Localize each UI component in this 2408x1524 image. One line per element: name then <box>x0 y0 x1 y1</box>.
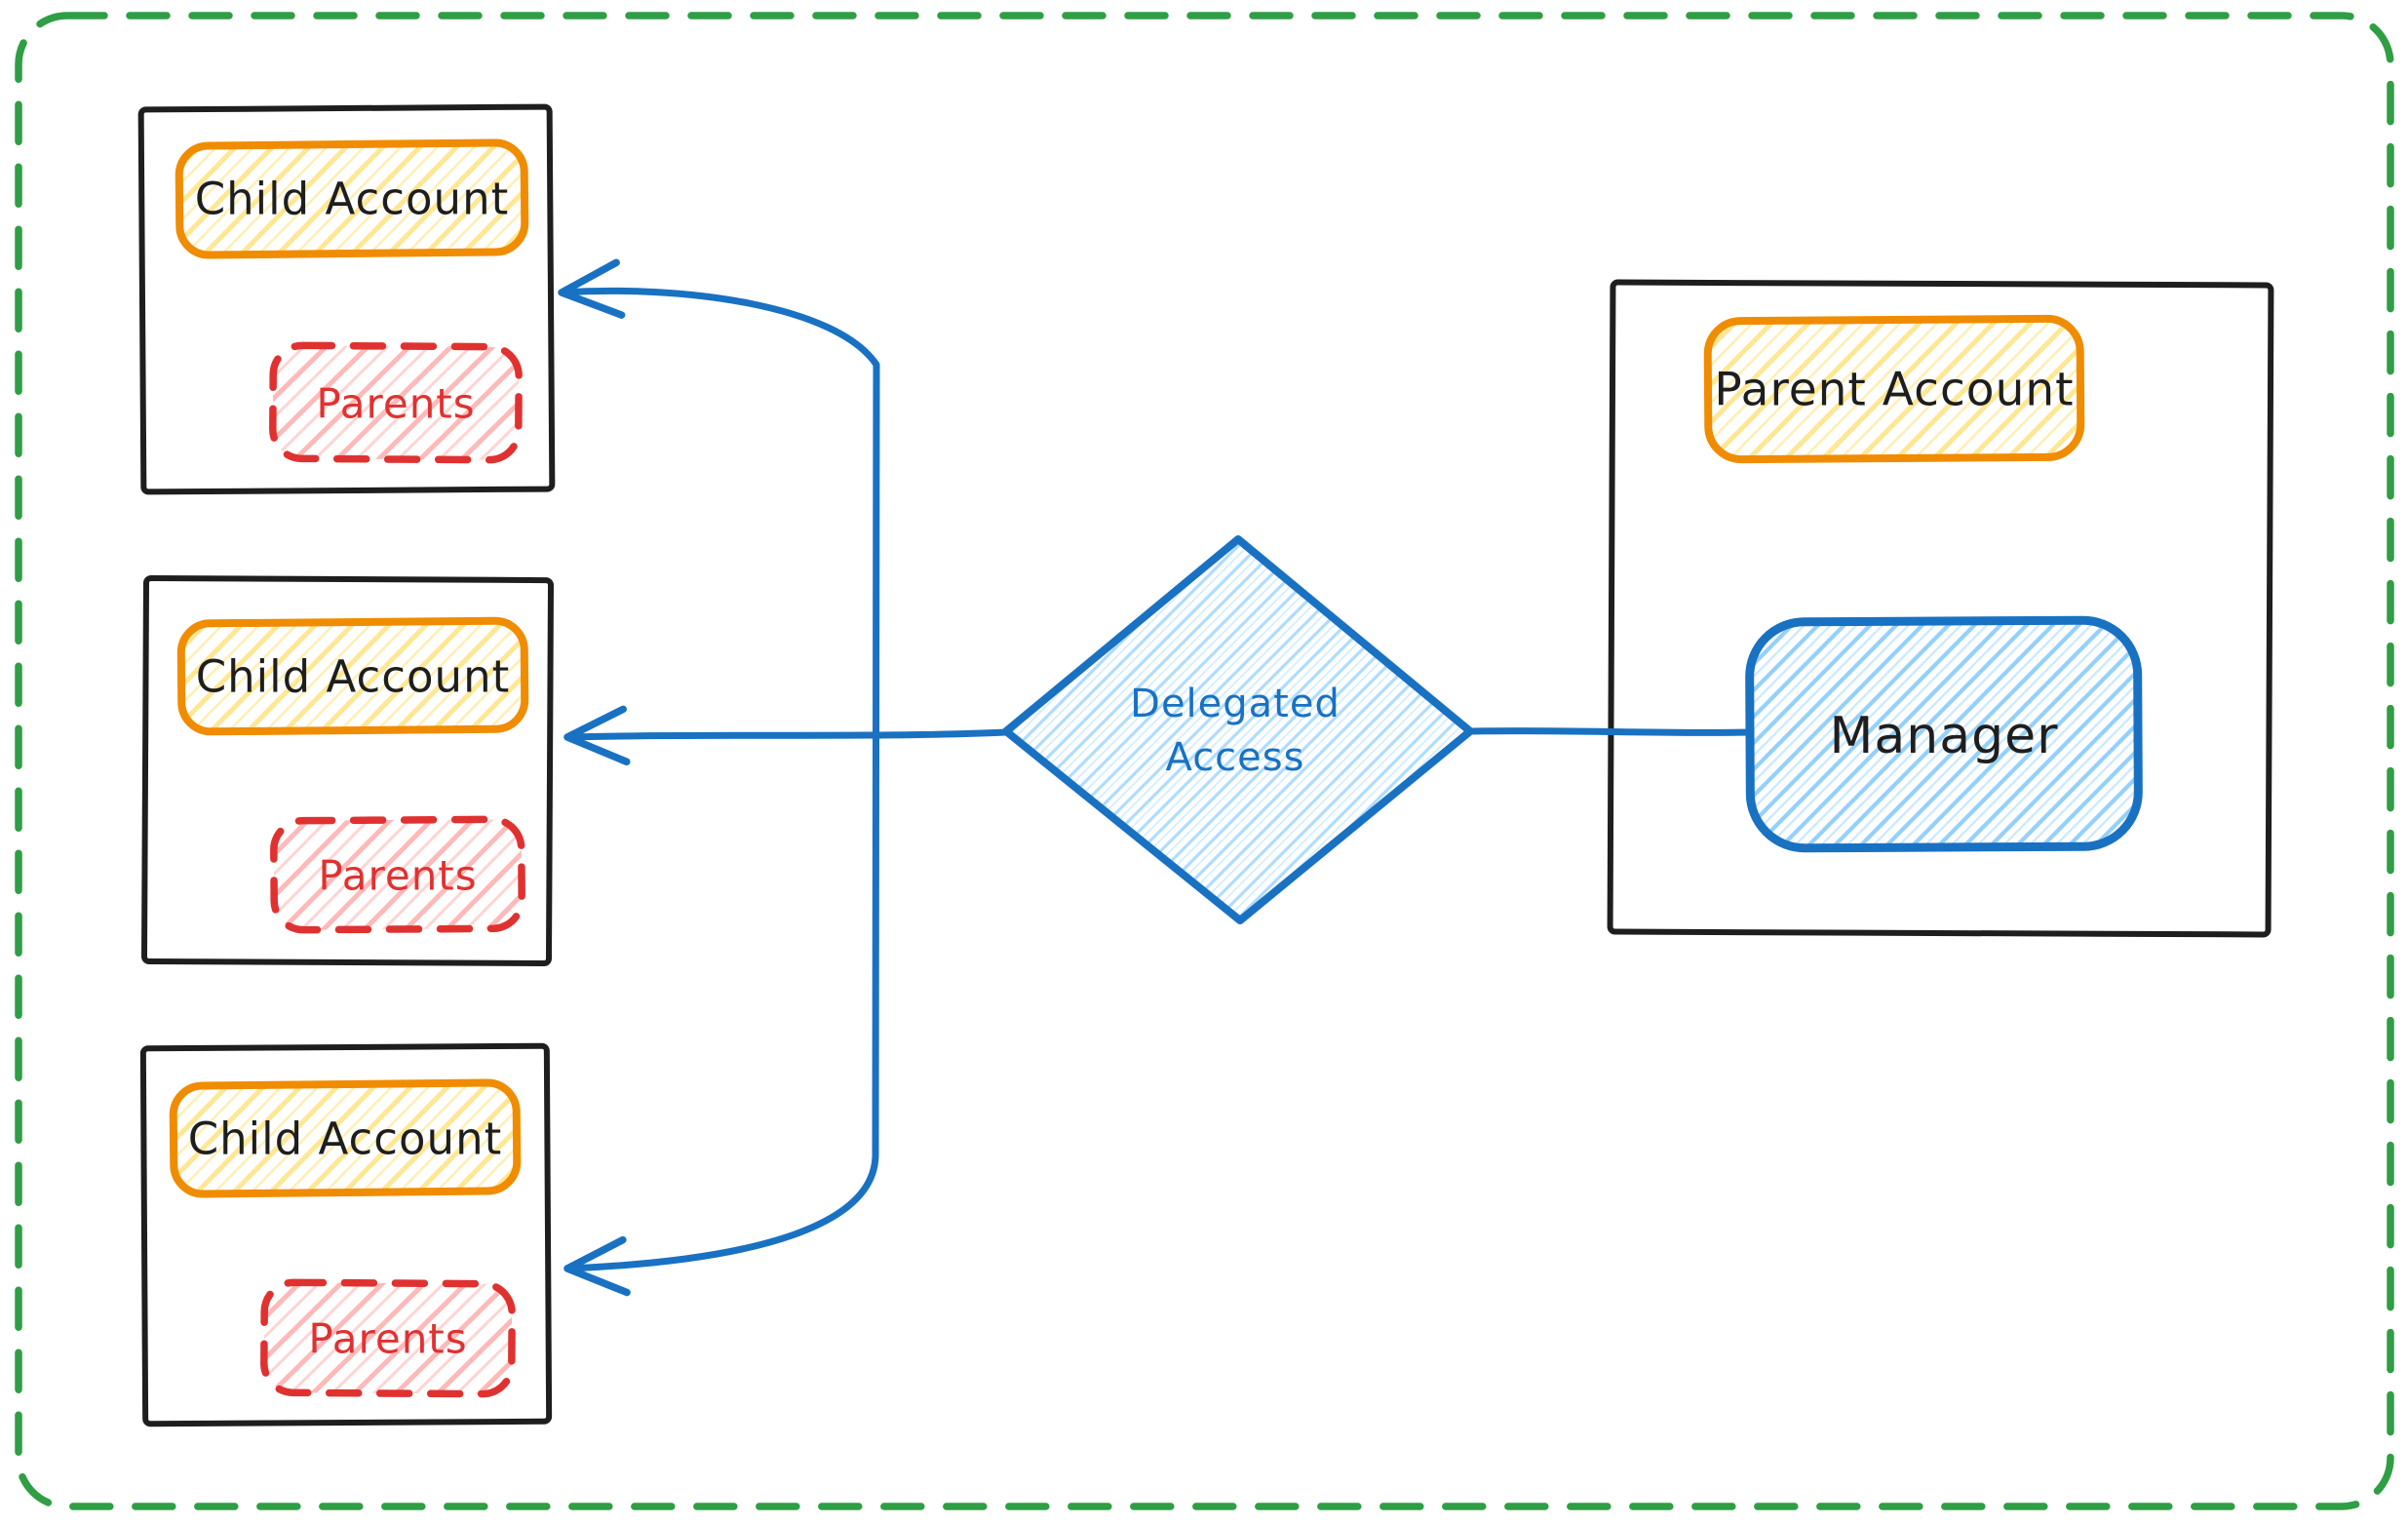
child-account-group-3: Child Account Parents <box>139 1042 553 1427</box>
child-account-group-1: Child Account Parents <box>137 103 556 495</box>
parent-account-title-pill <box>1703 314 2085 464</box>
child-account-title-pill-2 <box>176 616 529 736</box>
decision-label-line2: Access <box>1166 735 1305 780</box>
parents-label-2: Parents <box>318 852 477 900</box>
edge-decision-to-child-1-and-3 <box>558 258 880 1297</box>
parents-pill-2 <box>270 815 525 934</box>
parent-account-title: Parent Account <box>1714 364 2074 417</box>
canvas-dashed-border <box>15 12 2394 1510</box>
child-account-title-3: Child Account <box>188 1114 503 1165</box>
manager-label: Manager <box>1830 707 2059 765</box>
child-account-title-2: Child Account <box>196 651 511 703</box>
child-account-title-pill-1 <box>175 138 529 259</box>
decision-diamond <box>1002 535 1474 924</box>
parents-label-1: Parents <box>316 380 475 428</box>
parent-account-group: Parent Account Manager <box>1607 279 2274 938</box>
child-account-title-pill-3 <box>169 1078 522 1198</box>
edge-decision-to-child-2 <box>563 705 1009 766</box>
edge-manager-to-decision <box>1466 727 1755 736</box>
child-account-group-2: Child Account Parents <box>140 574 554 967</box>
parents-pill-3 <box>260 1278 516 1398</box>
decision-label-line1: Delegated <box>1130 682 1340 726</box>
child-account-title-1: Child Account <box>195 174 510 225</box>
parents-pill-1 <box>269 341 523 464</box>
decision-diamond-group: Delegated Access <box>1002 535 1474 924</box>
parents-label-3: Parents <box>308 1315 467 1363</box>
edges-group <box>558 258 1755 1297</box>
